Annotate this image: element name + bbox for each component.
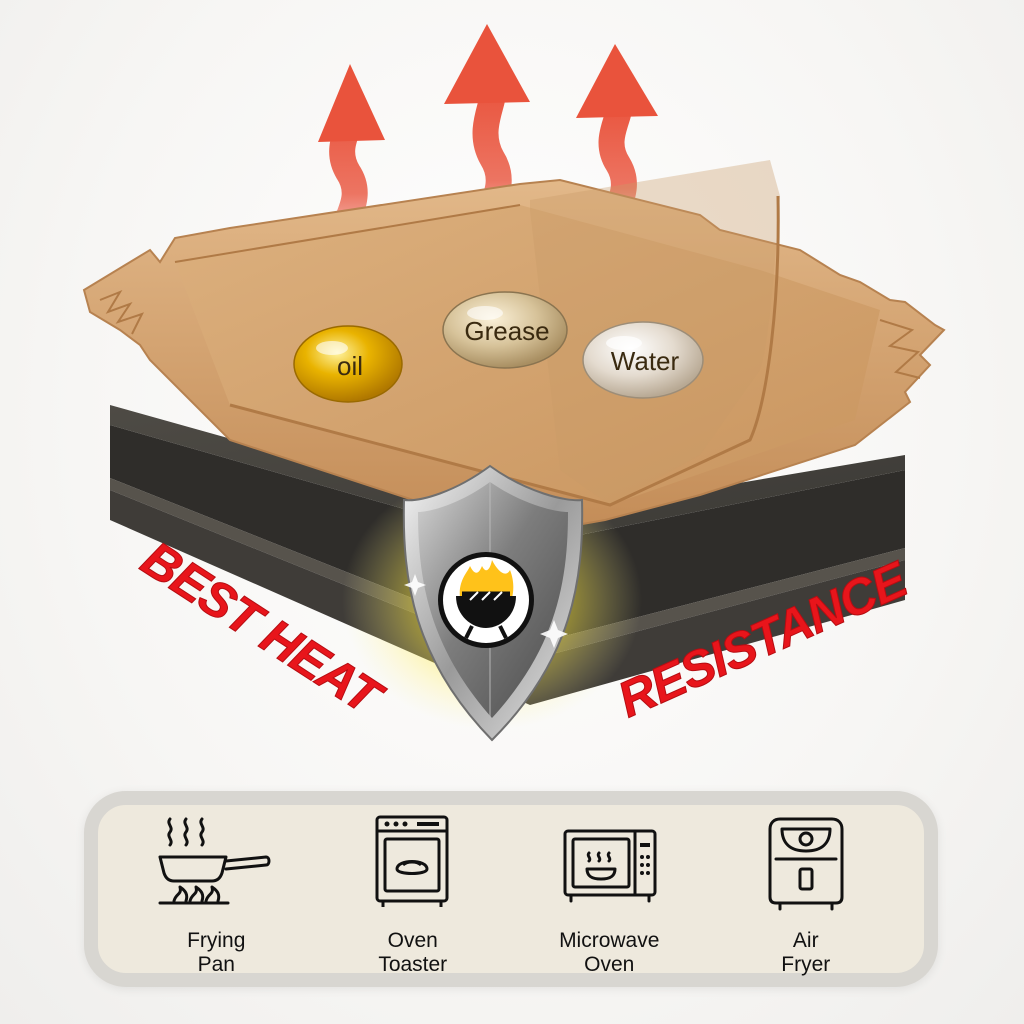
grill-flame-icon [456,560,516,639]
frying-pan-icon [158,817,271,905]
microwave-oven-label-line1: Microwave [559,929,660,952]
heat-shield [402,464,584,742]
water-drop: Water [582,321,704,399]
grease-label: Grease [464,316,549,346]
oven-toaster-label-line1: Oven [387,929,438,952]
microwave-oven-label-line2: Oven [584,953,635,976]
oven-toaster-icon [375,815,449,907]
appliance-microwave-oven: Microwave Oven [514,813,704,977]
frying-pan-label: Frying Pan [131,929,301,977]
appliance-frying-pan: Frying Pan [121,813,311,977]
frying-pan-label-line1: Frying [187,929,246,952]
air-fryer-icon [768,817,844,911]
microwave-oven-icon [563,829,657,903]
air-fryer-label: Air Fryer [721,929,891,977]
frying-pan-label-line2: Pan [197,953,235,976]
oil-drop: oil [293,325,403,403]
oil-label: oil [337,351,363,381]
appliance-air-fryer: Air Fryer [711,813,901,977]
heat-resistance-scene: oil Grease Water BEST HEAT RESISTANCE [82,24,946,742]
compatible-appliances-panel: Frying Pan [84,791,938,987]
appliance-oven-toaster: Oven Toaster [318,813,508,977]
air-fryer-label-line2: Fryer [781,953,831,976]
oven-toaster-label-line2: Toaster [378,953,448,976]
microwave-oven-label: Microwave Oven [524,929,694,977]
oven-toaster-label: Oven Toaster [328,929,498,977]
grease-drop: Grease [442,291,568,369]
air-fryer-label-line1: Air [792,929,819,952]
water-label: Water [611,346,680,376]
